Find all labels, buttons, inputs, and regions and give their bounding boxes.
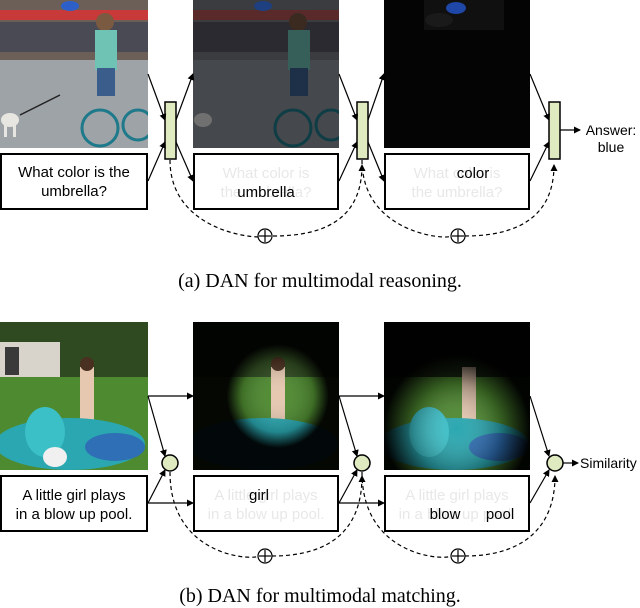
vqa-question-box: What color is the umbrella? bbox=[0, 153, 148, 210]
vqa-memory-node-3 bbox=[548, 101, 561, 160]
vqa-sum-node-2 bbox=[450, 228, 466, 244]
matching-ghost-line-1b: A little girl plays bbox=[405, 486, 509, 504]
matching-ghost-line-2b: in a blow up pool. bbox=[398, 505, 516, 523]
vqa-ghost-line-1: What color is bbox=[222, 164, 310, 182]
matching-output-label: Similarity bbox=[580, 455, 637, 471]
matching-attended-word-2b: pool bbox=[485, 505, 515, 523]
vqa-input-image bbox=[0, 0, 148, 148]
matching-attention-map-1 bbox=[193, 322, 339, 470]
vqa-attended-word-2: color bbox=[456, 164, 490, 182]
matching-memory-node-3 bbox=[546, 454, 564, 472]
vqa-memory-node-2 bbox=[356, 101, 369, 160]
matching-input-image bbox=[0, 322, 148, 470]
vqa-ghost-line-2: the umbrella? bbox=[220, 183, 312, 201]
matching-sum-node-1 bbox=[257, 548, 273, 564]
matching-ghost-line-1: A little girl plays bbox=[214, 486, 318, 504]
matching-text-attention-box-1: A little girl plays in a blow up pool. g… bbox=[193, 475, 339, 532]
matching-memory-node-2 bbox=[353, 454, 371, 472]
vqa-question-text: What color is the umbrella? bbox=[18, 163, 130, 200]
vqa-sum-node-1 bbox=[257, 228, 273, 244]
matching-ghost-line-2: in a blow up pool. bbox=[207, 505, 325, 523]
vqa-ghost-line-1b: What color is bbox=[413, 164, 501, 182]
matching-sentence-line-1: A little girl plays bbox=[22, 486, 126, 504]
caption-a: (a) DAN for multimodal reasoning. bbox=[178, 270, 462, 292]
vqa-text-attention-box-1: What color is the umbrella? umbrella bbox=[193, 153, 339, 210]
matching-sentence-line-2: in a blow up pool. bbox=[15, 505, 133, 523]
vqa-attention-map-2 bbox=[384, 0, 530, 148]
vqa-attended-word-1: umbrella bbox=[237, 183, 295, 201]
matching-sum-node-2 bbox=[450, 548, 466, 564]
matching-memory-node-1 bbox=[161, 454, 179, 472]
matching-sentence-box: A little girl plays in a blow up pool. bbox=[0, 475, 148, 532]
vqa-attention-map-1 bbox=[193, 0, 339, 148]
vqa-answer-label: Answer: blue bbox=[583, 122, 639, 156]
matching-attention-map-2 bbox=[384, 322, 530, 470]
matching-attended-word-1: girl bbox=[248, 486, 269, 504]
vqa-text-attention-box-2: What color is the umbrella? color bbox=[384, 153, 530, 210]
vqa-ghost-line-2b: the umbrella? bbox=[411, 183, 503, 201]
vqa-answer-value: blue bbox=[597, 139, 625, 155]
vqa-memory-node-1 bbox=[164, 101, 177, 160]
matching-attended-word-2a: blow bbox=[429, 505, 461, 523]
matching-text-attention-box-2: A little girl plays in a blow up pool. b… bbox=[384, 475, 530, 532]
vqa-answer-prefix: Answer: bbox=[585, 122, 637, 138]
